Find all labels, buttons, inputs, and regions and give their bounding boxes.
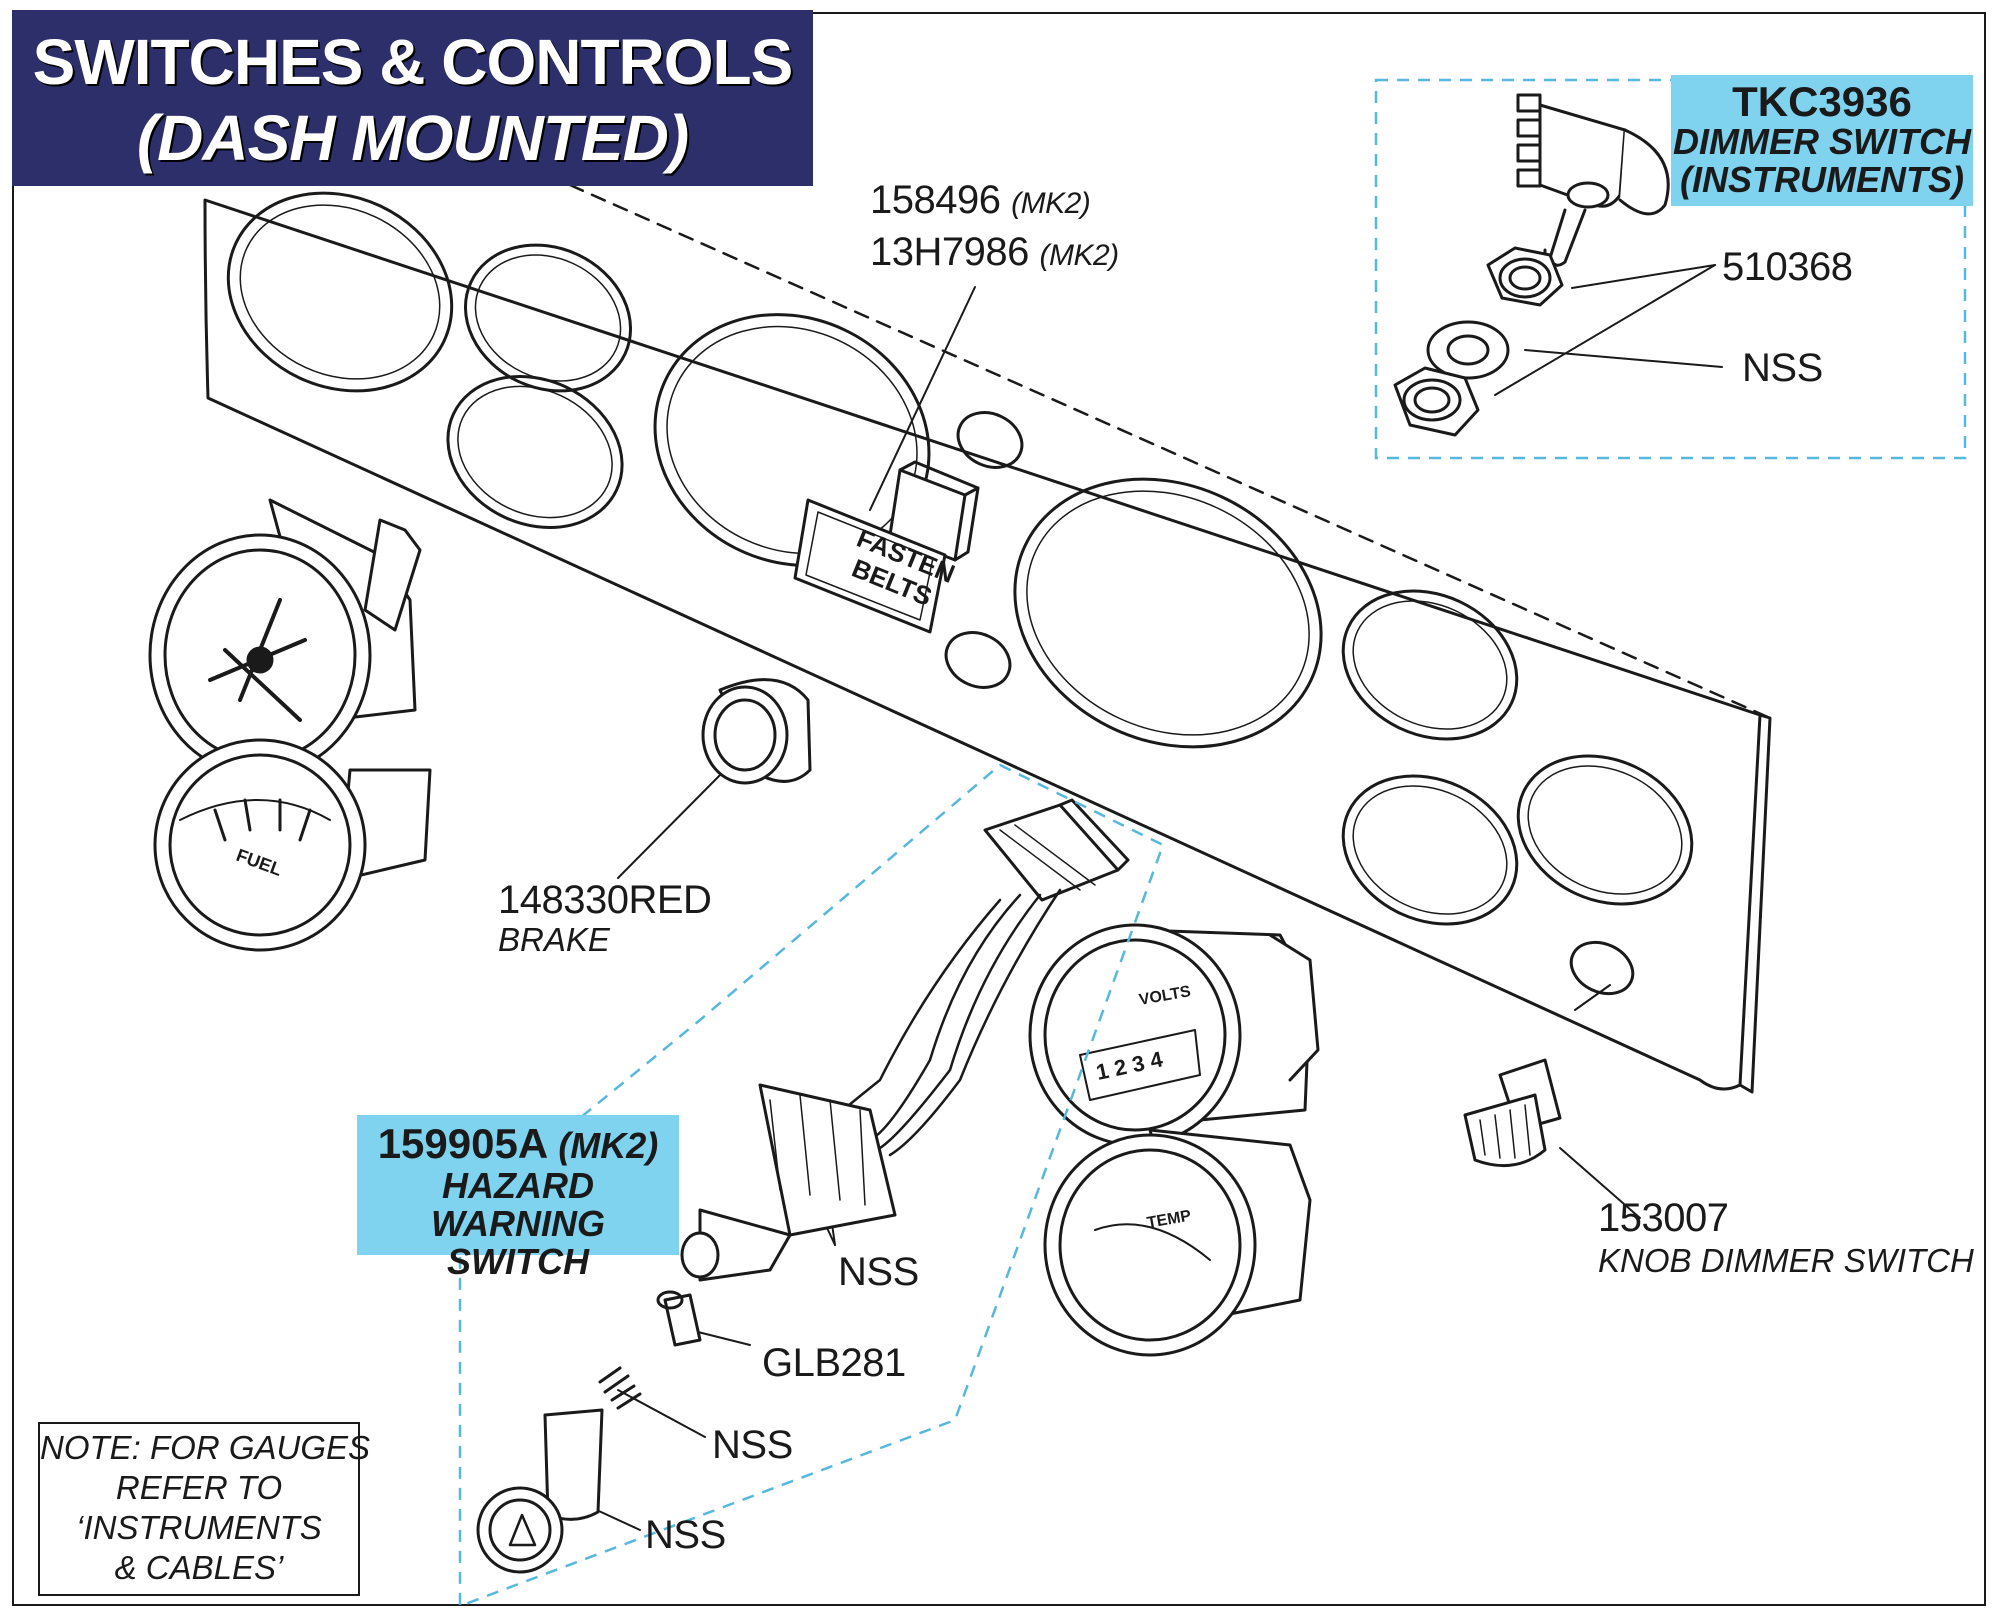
hazard-switch-name-2: SWITCH bbox=[447, 1241, 589, 1282]
temp-gauge bbox=[1043, 1128, 1312, 1357]
left-upper-gauge bbox=[148, 498, 422, 777]
dash-panel bbox=[203, 183, 1772, 1094]
fasten-belts-part-label-1: 158496 (MK2) bbox=[870, 178, 1091, 222]
note-line-1: NOTE: FOR GAUGES bbox=[40, 1429, 371, 1466]
brake-description: BRAKE bbox=[498, 921, 610, 958]
fasten-belts-warning-light bbox=[793, 460, 980, 634]
volts-gauge bbox=[1028, 923, 1320, 1147]
bulb-part-label: GLB281 bbox=[762, 1341, 906, 1385]
title-line-2: (DASH MOUNTED) bbox=[136, 102, 689, 174]
dimmer-switch-part-number: TKC3936 bbox=[1732, 78, 1912, 125]
brake-warning-light bbox=[701, 678, 812, 785]
cap-part-label: NSS bbox=[645, 1513, 726, 1557]
nut-part-label: 510368 bbox=[1722, 245, 1853, 289]
dimmer-switch-callout: TKC3936 DIMMER SWITCH (INSTRUMENTS) bbox=[1671, 75, 1973, 206]
diagram-border bbox=[12, 12, 1986, 1606]
hazard-switch-name: HAZARD WARNING bbox=[431, 1165, 605, 1244]
dimmer-switch-name: DIMMER SWITCH bbox=[1673, 121, 1971, 162]
hazard-switch-assembly bbox=[476, 798, 1130, 1574]
hazard-switch-part-number: 159905A bbox=[377, 1120, 547, 1167]
fuel-gauge bbox=[153, 738, 432, 952]
knob-description: KNOB DIMMER SWITCH bbox=[1598, 1242, 1974, 1279]
note-line-2: REFER TO bbox=[115, 1469, 283, 1506]
title-line-1: SWITCHES & CONTROLS bbox=[32, 26, 794, 98]
dimmer-switch-assembly bbox=[1393, 93, 1670, 437]
hazard-switch-variant: (MK2) bbox=[558, 1125, 659, 1166]
fasten-belts-part-label-2: 13H7986 (MK2) bbox=[870, 232, 1119, 272]
switch-body-part-label: NSS bbox=[838, 1250, 919, 1294]
dashed-boundaries bbox=[458, 78, 1967, 1608]
dimmer-switch-qualifier: (INSTRUMENTS) bbox=[1680, 159, 1964, 200]
brake-part-label: 148330RED bbox=[498, 878, 712, 922]
dimmer-knob bbox=[1463, 1058, 1562, 1168]
spring-part-label: NSS bbox=[712, 1423, 793, 1467]
title-banner: SWITCHES & CONTROLS (DASH MOUNTED) bbox=[12, 10, 813, 186]
note-line-4: & CABLES’ bbox=[114, 1549, 284, 1586]
fasten-belts-variant-1: (MK2) bbox=[1011, 187, 1091, 220]
knob-part-label: 153007 bbox=[1598, 1196, 1729, 1240]
fasten-belts-part-2: 13H7986 bbox=[870, 230, 1029, 274]
note-line-3: ‘INSTRUMENTS bbox=[76, 1509, 322, 1546]
fasten-belts-variant-2: (MK2) bbox=[1039, 239, 1120, 272]
fasten-belts-part-1: 158496 bbox=[870, 178, 1001, 222]
gauges-note: NOTE: FOR GAUGES REFER TO ‘INSTRUMENTS &… bbox=[38, 1422, 371, 1596]
washer-part-label: NSS bbox=[1742, 346, 1823, 390]
hazard-switch-callout: 159905A (MK2) HAZARD WARNING SWITCH bbox=[357, 1115, 679, 1281]
